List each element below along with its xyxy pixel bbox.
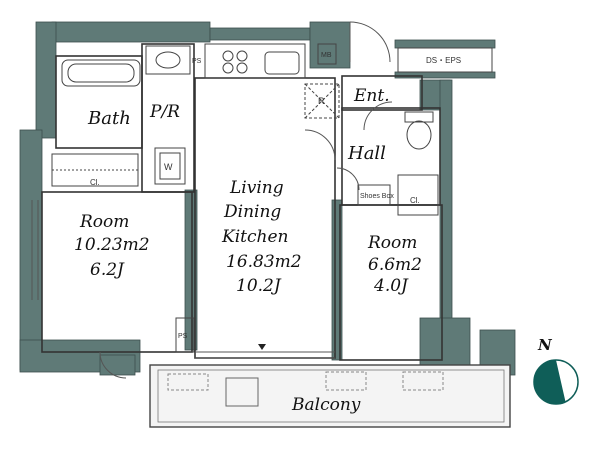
fixtures xyxy=(51,43,493,353)
entry-marker xyxy=(258,344,266,350)
label-w: W xyxy=(164,162,173,172)
label-ent: Ent. xyxy=(353,86,390,106)
label-ldk-3: Kitchen xyxy=(221,227,288,247)
label-room-west: Room xyxy=(79,212,129,232)
label-mb: MB xyxy=(321,52,332,59)
label-cl-east: Cl. xyxy=(410,196,420,205)
label-room-east: Room xyxy=(367,233,417,253)
fridge-space xyxy=(304,83,340,119)
label-room-east-jo: 4.0J xyxy=(373,276,409,296)
label-ps-top: PS xyxy=(192,58,202,65)
label-pr: P/R xyxy=(149,102,180,122)
label-room-west-jo: 6.2J xyxy=(90,260,125,280)
fixture-labels: DS・EPS Cl. Cl. Shoes Box PS PS W R MB xyxy=(90,52,461,340)
label-ldk-jo: 10.2J xyxy=(236,276,282,296)
label-bath: Bath xyxy=(87,108,131,129)
washbasin xyxy=(145,45,191,75)
toilet-tank xyxy=(404,111,434,123)
label-ps-bottom: PS xyxy=(178,333,188,340)
label-hall: Hall xyxy=(347,143,386,164)
balcony-area xyxy=(149,364,511,428)
room-outlines xyxy=(41,43,443,361)
bathtub xyxy=(61,59,141,87)
label-balcony: Balcony xyxy=(291,395,361,415)
kitchen-counter xyxy=(204,43,306,79)
doors xyxy=(99,21,393,379)
label-ldk-2: Dining xyxy=(223,202,281,222)
compass: N xyxy=(533,336,579,405)
label-room-east-area: 6.6m2 xyxy=(368,255,422,275)
ds-eps-box xyxy=(397,47,493,73)
washing-machine xyxy=(154,147,186,185)
label-shoes-box: Shoes Box xyxy=(360,193,394,200)
compass-north-label: N xyxy=(537,336,553,354)
label-cl-west: Cl. xyxy=(90,178,100,187)
windows xyxy=(31,200,335,359)
label-room-west-area: 10.23m2 xyxy=(74,235,150,255)
label-ds-eps: DS・EPS xyxy=(426,56,461,65)
room-labels: Bath P/R Ent. Hall Room 10.23m2 6.2J Liv… xyxy=(74,86,422,415)
toilet-bowl xyxy=(406,120,432,150)
label-ldk-area: 16.83m2 xyxy=(226,252,302,272)
shoes-box xyxy=(357,184,391,206)
label-r: R xyxy=(318,96,325,106)
closet-east xyxy=(397,174,439,216)
label-ldk-1: Living xyxy=(229,178,284,198)
